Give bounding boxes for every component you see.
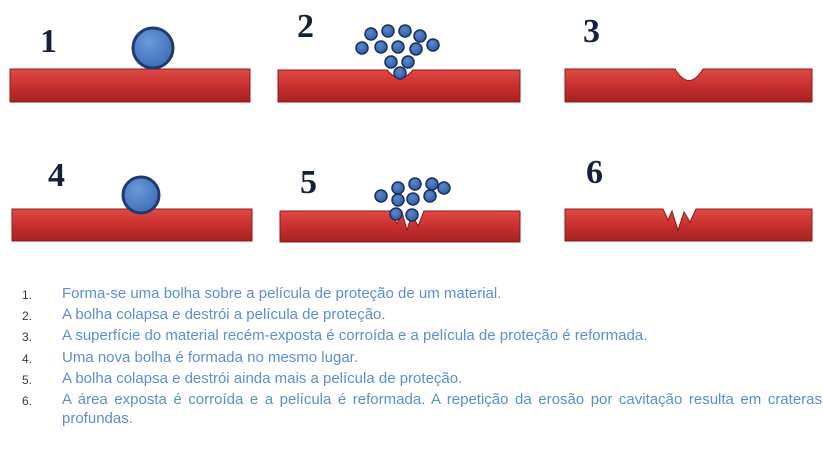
step-number-6: 6 <box>586 154 603 191</box>
list-item-text: A área exposta é corroída e a película é… <box>62 391 822 428</box>
small-bubble <box>409 42 423 56</box>
step-number-1: 1 <box>40 23 57 60</box>
small-bubble <box>381 24 395 38</box>
panel-1: 1 <box>9 23 251 103</box>
small-bubble <box>423 189 437 203</box>
small-bubble <box>374 40 388 54</box>
small-bubble <box>437 181 451 195</box>
small-bubble <box>413 29 427 43</box>
small-bubble <box>426 38 440 52</box>
small-bubble <box>391 193 405 207</box>
panel-3: 3 <box>564 13 813 103</box>
list-item: 2. A bolha colapsa e destrói a película … <box>22 305 822 326</box>
material-bar-cratered <box>564 208 813 242</box>
small-bubble <box>408 177 422 191</box>
small-bubble <box>374 189 388 203</box>
list-item: 5. A bolha colapsa e destrói ainda mais … <box>22 369 822 390</box>
small-bubble <box>393 66 407 80</box>
list-item: 3. A superfície do material recém-expost… <box>22 326 822 347</box>
material-bar-pitted <box>11 208 253 242</box>
small-bubble <box>401 55 415 69</box>
list-item: 4. Uma nova bolha é formada no mesmo lug… <box>22 348 822 369</box>
list-item-text: Forma-se uma bolha sobre a película de p… <box>62 285 502 302</box>
list-item-number: 5. <box>22 372 33 387</box>
list-item-number: 2. <box>22 309 33 324</box>
list-item-text: A superfície do material recém-exposta é… <box>62 327 648 345</box>
list-item-number: 3. <box>22 330 33 345</box>
small-bubble <box>355 41 369 55</box>
material-bar-pitted <box>564 68 813 103</box>
bubble <box>121 175 161 215</box>
panel-6: 6 <box>564 154 813 242</box>
small-bubble <box>406 192 420 206</box>
list-item-text: A bolha colapsa e destrói a película de … <box>62 306 386 324</box>
list-item-number: 1. <box>22 288 33 302</box>
small-bubble <box>398 24 412 38</box>
panel-5: 5 <box>279 164 521 243</box>
small-bubble <box>364 27 378 41</box>
panel-2: 2 <box>277 8 521 103</box>
bubble <box>131 26 175 70</box>
caption-list: 1. Forma-se uma bolha sobre a película d… <box>22 284 822 428</box>
list-item-text: Uma nova bolha é formada no mesmo lugar. <box>62 348 358 366</box>
list-item: 6. A área exposta é corroída e a películ… <box>22 390 822 428</box>
material-bar <box>9 68 251 103</box>
collapsing-bubbles <box>355 24 440 80</box>
list-item-number: 4. <box>22 351 33 366</box>
small-bubble <box>425 177 439 191</box>
list-item: 1. Forma-se uma bolha sobre a película d… <box>22 284 822 305</box>
small-bubble <box>391 40 405 54</box>
small-bubble <box>384 55 398 69</box>
list-item-text: A bolha colapsa e destrói ainda mais a p… <box>62 369 463 387</box>
collapsing-bubbles <box>374 177 451 222</box>
step-number-3: 3 <box>583 13 600 50</box>
cavitation-diagram: 1 2 3 4 5 <box>9 8 813 243</box>
panel-4: 4 <box>11 157 253 242</box>
small-bubble <box>389 207 403 221</box>
small-bubble <box>405 208 419 222</box>
step-number-5: 5 <box>300 164 317 201</box>
step-number-4: 4 <box>48 157 65 194</box>
list-item-number: 6. <box>22 394 33 409</box>
small-bubble <box>391 181 405 195</box>
step-number-2: 2 <box>297 8 314 45</box>
